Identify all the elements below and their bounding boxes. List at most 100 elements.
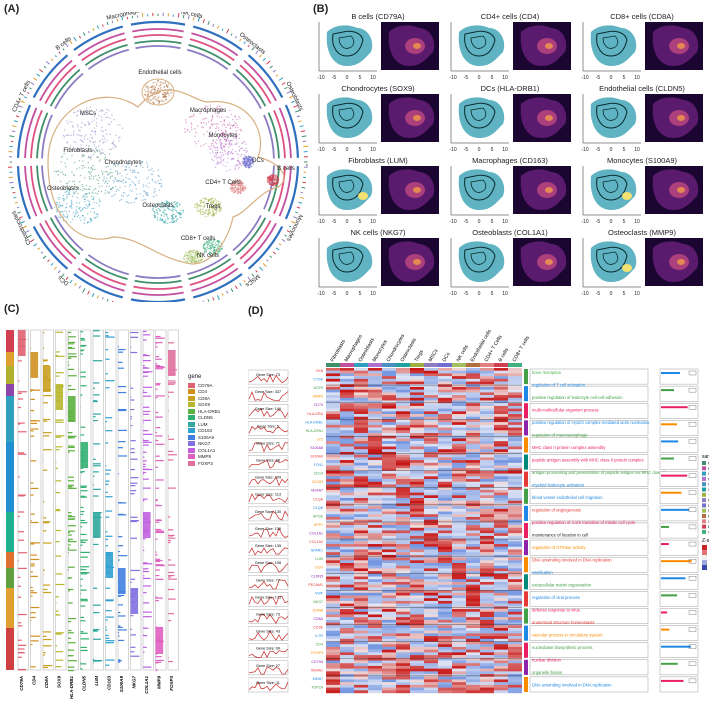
heat-cell [340, 395, 354, 398]
heat-cell [424, 604, 438, 607]
expr-bar [106, 510, 113, 511]
expr-bar [81, 633, 88, 634]
heat-cell [452, 371, 466, 374]
heat-cell [368, 457, 382, 460]
umap-point [210, 199, 211, 200]
expr-bar [131, 629, 132, 630]
cluster-label: B cells [277, 166, 295, 172]
umap-point [231, 140, 232, 141]
expr-bar [93, 459, 96, 460]
umap-point [98, 145, 99, 146]
heat-cell [368, 593, 382, 596]
expr-bar [106, 465, 107, 466]
expr-bar [43, 654, 45, 655]
heat-cell [410, 612, 424, 615]
umap-point [207, 245, 208, 246]
umap-point [113, 141, 114, 142]
heat-cell [480, 414, 494, 417]
column-color-bar [494, 363, 508, 367]
expr-bar [118, 502, 126, 503]
expr-bar [18, 398, 23, 399]
heat-cell [452, 419, 466, 422]
umap-point [110, 178, 111, 179]
heat-cell [494, 604, 508, 607]
umap-point [158, 101, 159, 102]
rim-bar [34, 78, 37, 80]
umap-point [82, 156, 83, 157]
ring-arc [136, 46, 181, 48]
heat-cell [480, 476, 494, 479]
umap-point [132, 169, 133, 170]
umap-point [99, 141, 100, 142]
expr-bar [131, 332, 139, 333]
heat-cell [326, 533, 340, 536]
umap-point [102, 141, 103, 142]
heat-cell [508, 398, 522, 401]
heat-cell [382, 425, 396, 428]
expr-bar [143, 563, 147, 564]
x-tick: 10 [502, 75, 508, 81]
ring-label: Osteoclasts [238, 32, 266, 56]
heat-cell [326, 579, 340, 582]
umap-point [137, 172, 138, 173]
heat-cell [396, 457, 410, 460]
heat-cell [382, 579, 396, 582]
umap-point [95, 192, 96, 193]
heat-cell [452, 398, 466, 401]
heat-cell [368, 438, 382, 441]
heat-cell [424, 384, 438, 387]
umap-point [107, 173, 108, 174]
expr-bar [56, 634, 62, 635]
expr-bar [56, 462, 57, 463]
umap-point [147, 91, 148, 92]
umap-point [156, 209, 157, 210]
heat-cell [494, 609, 508, 612]
umap-point [145, 94, 146, 95]
heat-cell [396, 484, 410, 487]
heat-cell [466, 455, 480, 458]
umap-point [90, 157, 91, 158]
umap-point [72, 126, 73, 127]
x-tick: -5 [332, 75, 337, 81]
heat-cell [508, 433, 522, 436]
umap-point [101, 119, 102, 120]
heat-cell [438, 425, 452, 428]
umap-point [96, 118, 97, 119]
heat-cell [354, 531, 368, 534]
umap-point [88, 171, 89, 172]
umap-point [227, 158, 228, 159]
umap-point [147, 90, 148, 91]
heat-cell [466, 390, 480, 393]
x-tick: 5 [623, 291, 626, 297]
heat-cell [340, 390, 354, 393]
expr-bar [143, 634, 144, 635]
heat-cell [424, 571, 438, 574]
column-label: NK cells [456, 344, 471, 363]
umap-point [165, 99, 166, 100]
umap-point [170, 92, 171, 93]
x-tick: -10 [581, 291, 588, 297]
column-color-bar [354, 363, 368, 367]
heat-cell [508, 593, 522, 596]
legend-swatch [188, 415, 195, 420]
heat-cell [368, 474, 382, 477]
umap-point [218, 242, 219, 243]
umap-point [54, 207, 55, 208]
expr-bar [168, 579, 177, 580]
heat-cell [424, 390, 438, 393]
expr-bar [68, 655, 71, 656]
expr-bar [106, 336, 115, 337]
heat-cell [410, 587, 424, 590]
heat-cell [354, 598, 368, 601]
heat-cell [452, 522, 466, 525]
heat-cell [452, 466, 466, 469]
heat-cell [480, 403, 494, 406]
heat-cell [508, 495, 522, 498]
heat-cell [494, 382, 508, 385]
rim-bar [75, 283, 77, 286]
heat-cell [466, 582, 480, 585]
heat-cell [340, 571, 354, 574]
heat-cell [452, 598, 466, 601]
umap-point [56, 211, 57, 212]
heat-cell [368, 579, 382, 582]
